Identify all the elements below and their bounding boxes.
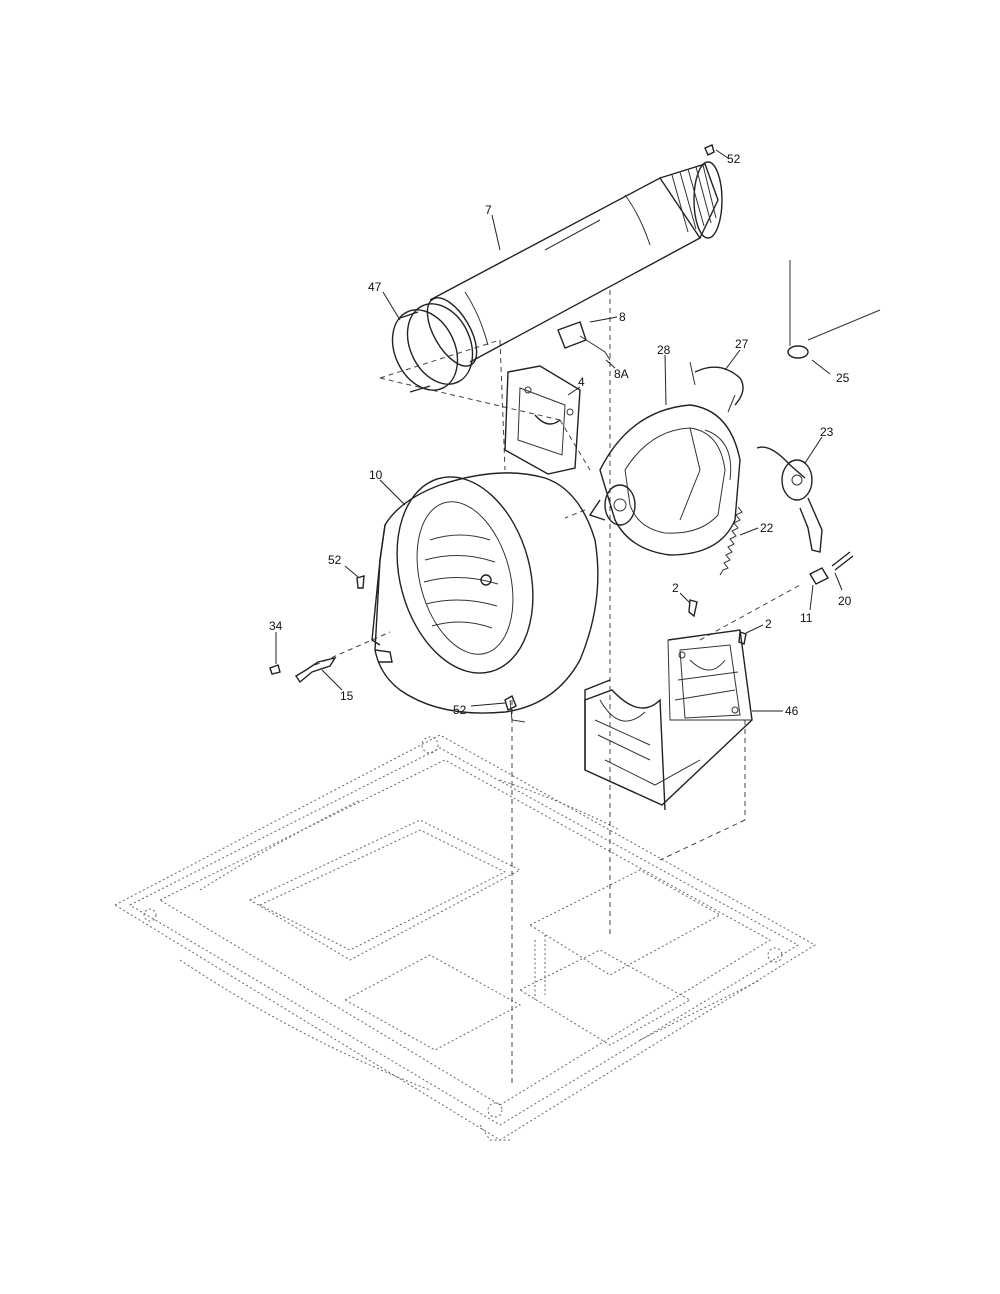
bearing-bracket: [584, 629, 753, 811]
part-label-22: 22: [760, 521, 774, 535]
part-label-7: 7: [485, 203, 492, 217]
idler-pulley: [756, 446, 823, 553]
part-label-2-b: 2: [765, 617, 772, 631]
idler-spring: [719, 506, 743, 576]
part-label-2-a: 2: [672, 581, 679, 595]
part-label-11: 11: [800, 611, 813, 625]
part-label-52-bottom: 52: [453, 703, 467, 717]
duct-screen: [659, 161, 723, 239]
part-label-23: 23: [820, 425, 834, 439]
part-label-15: 15: [340, 689, 354, 703]
part-label-46: 46: [785, 704, 799, 718]
part-label-4: 4: [578, 375, 585, 389]
part-label-28: 28: [657, 343, 671, 357]
part-label-34: 34: [269, 619, 283, 633]
part-label-52-left: 52: [328, 553, 342, 567]
drive-motor: [588, 404, 741, 556]
part-label-8a: 8A: [614, 367, 629, 381]
exhaust-duct: [391, 161, 723, 393]
part-label-25: 25: [836, 371, 850, 385]
leader-lines: [275, 149, 843, 712]
assembly-guide-lines: [314, 260, 801, 1085]
drive-belt: [787, 260, 881, 359]
part-label-27: 27: [735, 337, 749, 351]
base-pan: [113, 734, 816, 1141]
duct-clamp: [557, 321, 611, 361]
hardware: [269, 144, 854, 711]
part-label-52-top: 52: [727, 152, 741, 166]
part-label-10: 10: [369, 468, 383, 482]
part-label-8: 8: [619, 310, 626, 324]
mounting-plate: [504, 365, 581, 475]
blower-housing: [371, 472, 599, 723]
duct-seal: [391, 303, 474, 393]
part-labels: 52 7 47 8 8A 28 27 25 4 23 10 22 52 2 2 …: [269, 152, 852, 718]
motor-clip: [689, 361, 744, 413]
part-label-20: 20: [838, 594, 852, 608]
part-label-47: 47: [368, 280, 382, 294]
